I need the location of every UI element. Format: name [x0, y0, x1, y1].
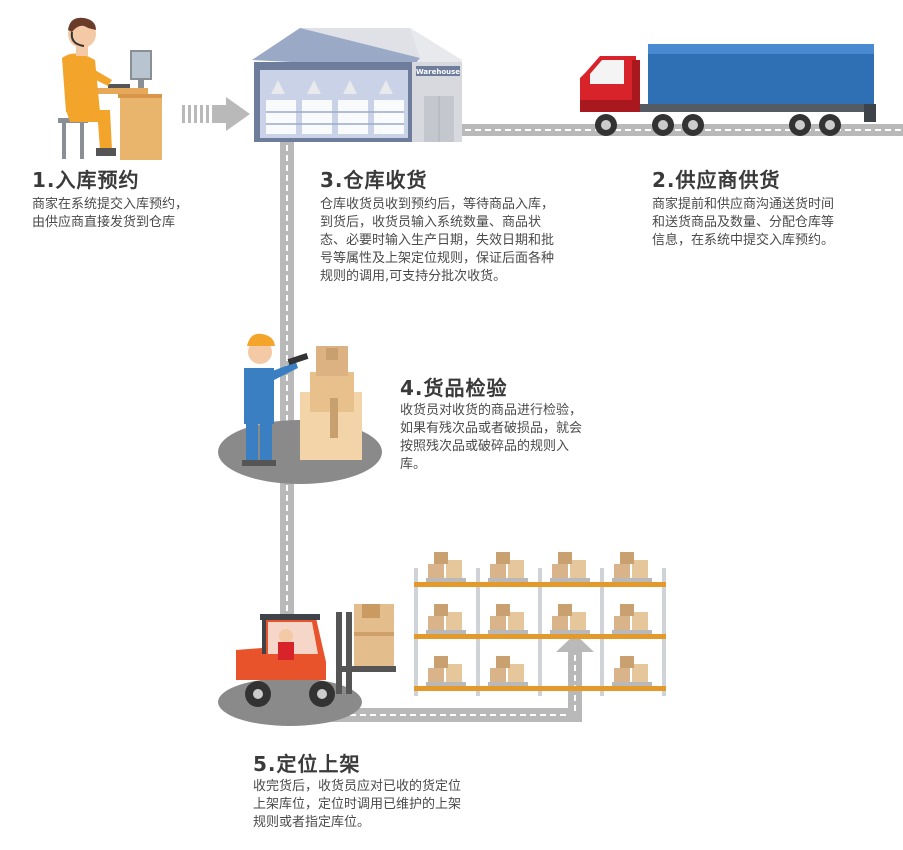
arrow-up-icon [556, 634, 594, 652]
step-3-description: 仓库收货员收到预约后，等待商品入库，到货后，收货员输入系统数量、商品状态、必要时… [320, 197, 555, 284]
supplier-truck-icon [580, 44, 876, 136]
step-2-description: 商家提前和供应商沟通送货时间和送货商品及数量、分配仓库等信息，在系统中提交入库预… [652, 197, 835, 248]
step-4-description: 收货员对收货的商品进行检验，如果有残次品或者破损品，就会按照残次品或破碎品的规则… [400, 403, 583, 472]
step-1-description: 商家在系统提交入库预约，由供应商直接发货到仓库 [32, 197, 189, 230]
step-5-description: 收完货后，收货员应对已收的货定位上架库位，定位时调用已维护的上架规则或者指定库位… [253, 779, 462, 830]
reservation-worker-icon [58, 17, 162, 160]
arrow-right-icon [182, 97, 250, 131]
step-4-title: 4.货品检验 [400, 376, 508, 400]
step-5-title: 5.定位上架 [253, 752, 361, 776]
step-3-title: 3.仓库收货 [320, 168, 428, 192]
step-2-title: 2.供应商供货 [652, 168, 781, 192]
step-1-title: 1.入库预约 [32, 168, 140, 192]
inspection-worker-icon [218, 333, 382, 484]
warehouse-building-icon [252, 28, 462, 142]
storage-shelf-icon [414, 552, 666, 696]
warehouse-sign-label: Warehouse [416, 68, 460, 76]
forklift-icon [218, 604, 396, 726]
